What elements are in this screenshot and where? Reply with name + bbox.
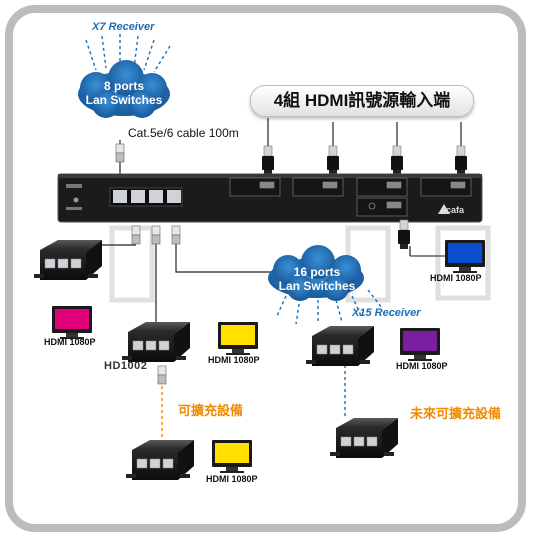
rj45-plug-hd1002	[157, 365, 167, 385]
monitor-yellow-top	[218, 322, 258, 355]
display-label-yellow-top: HDMI 1080P	[208, 355, 260, 365]
receiver-hd1002	[121, 321, 191, 363]
hdmi-plug-2	[326, 145, 340, 176]
hdmi-in-ports	[229, 177, 472, 217]
future-expandable-label: 未來可擴充設備	[410, 406, 502, 421]
cable-label: Cat.5e/6 cable 100m	[128, 126, 239, 140]
switch-top-cloud	[78, 60, 170, 118]
page-title: 4組 HDMI訊號源輸入端	[250, 85, 474, 117]
switch-top-line1: 8 ports	[103, 79, 144, 93]
hdmi-plug-4	[454, 145, 468, 176]
rj45-plug-top	[115, 143, 125, 163]
rj45-plug-1	[131, 225, 141, 245]
lan-ports	[109, 187, 183, 207]
switch-top-label: 8 ports Lan Switches	[84, 79, 164, 107]
monitor-purple	[400, 328, 440, 361]
receiver-future	[329, 417, 399, 459]
switch-mid-line2: Lan Switches	[278, 279, 356, 293]
receiver-left	[33, 239, 103, 281]
receiver-top-label: X7 Receiver	[92, 21, 155, 33]
receiver-expandable	[125, 439, 195, 481]
monitor-magenta	[52, 306, 92, 339]
brand-logo	[438, 204, 450, 214]
display-label-magenta: HDMI 1080P	[44, 337, 96, 347]
switch-top-line2: Lan Switches	[85, 93, 163, 107]
expandable-label: 可擴充設備	[178, 403, 244, 418]
switch-mid-line1: 16 ports	[293, 265, 341, 279]
display-label-yellow-bottom: HDMI 1080P	[206, 474, 258, 484]
receiver-mid	[305, 325, 375, 367]
rj45-plug-3	[171, 225, 181, 245]
switch-mid-cloud	[268, 245, 364, 301]
display-label-purple: HDMI 1080P	[396, 361, 448, 371]
cable-to-mid-switch	[175, 262, 292, 273]
brand-text: cafa	[446, 205, 465, 215]
monitor-yellow-bottom	[212, 440, 252, 473]
rj45-plug-2	[151, 225, 161, 245]
hdmi-plug-3	[390, 145, 404, 176]
hdmi-out-plug	[397, 219, 411, 250]
hdmi-inputs	[261, 118, 468, 176]
display-label-blue: HDMI 1080P	[430, 273, 482, 283]
switch-mid-label: 16 ports Lan Switches	[276, 265, 358, 293]
receiver-mid-label: X15 Receiver	[352, 307, 421, 319]
hdmi-plug-1	[261, 145, 275, 176]
monitor-blue	[445, 240, 485, 273]
model-label: HD1002	[104, 360, 148, 372]
main-switch-unit	[57, 173, 483, 223]
